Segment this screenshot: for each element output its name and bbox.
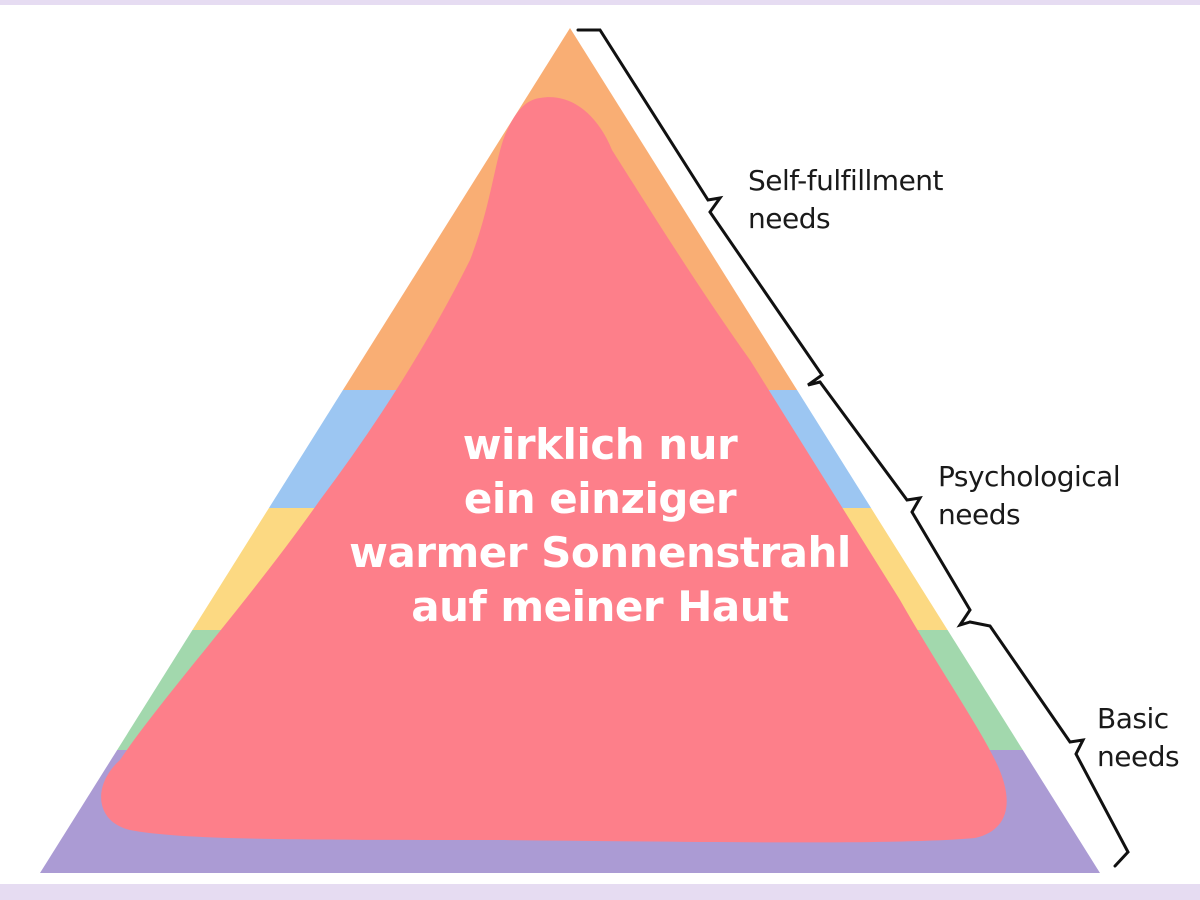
label-basic-line2: needs xyxy=(1097,740,1180,773)
label-psychological-needs: Psychological needs xyxy=(938,458,1121,534)
bottom-frame-strip xyxy=(0,884,1200,900)
label-basic-line1: Basic xyxy=(1097,702,1169,735)
label-self-fulfillment-needs: Self-fulfillment needs xyxy=(748,162,944,238)
overlay-line-3: warmer Sonnenstrahl xyxy=(349,528,851,577)
label-psychological-line2: needs xyxy=(938,498,1021,531)
label-self-fulfillment-line1: Self-fulfillment xyxy=(748,164,944,197)
pink-scribble-overlay xyxy=(101,97,1007,843)
bracket-psychological xyxy=(818,380,972,628)
label-psychological-line1: Psychological xyxy=(938,460,1121,493)
overlay-line-2: ein einziger xyxy=(463,474,737,523)
bracket-basic xyxy=(968,620,1130,868)
overlay-line-1: wirklich nur xyxy=(462,420,738,469)
bracket-self-fulfillment xyxy=(576,28,825,387)
label-self-fulfillment-line2: needs xyxy=(748,202,831,235)
overlay-caption: wirklich nur ein einziger warmer Sonnens… xyxy=(250,418,950,634)
label-basic-needs: Basic needs xyxy=(1097,700,1180,776)
top-frame-strip xyxy=(0,0,1200,5)
overlay-line-4: auf meiner Haut xyxy=(411,582,789,631)
